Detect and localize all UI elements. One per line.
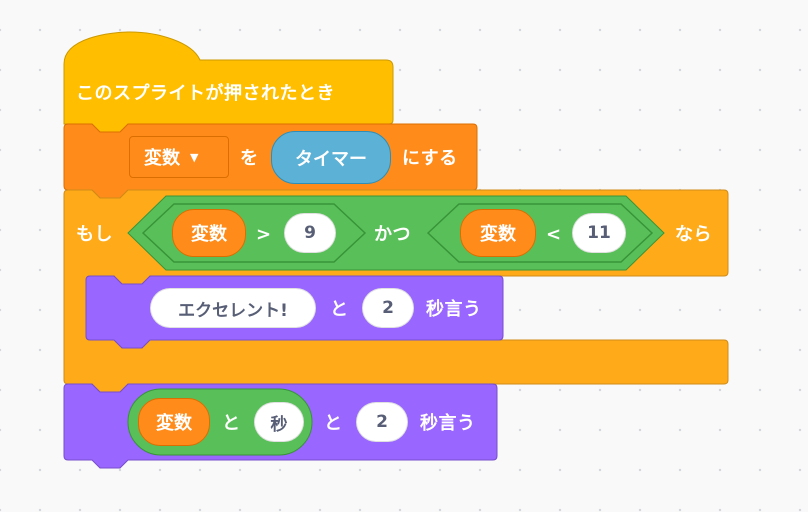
join-and-label: と [222,413,241,434]
and-label: かつ [374,224,411,245]
variable-reporter[interactable]: 変数 [172,209,246,257]
set-suffix-label: にする [402,148,458,169]
say-and-label: と [330,299,349,320]
then-label: なら [675,224,712,245]
seconds-input[interactable]: 2 [362,288,414,328]
variable-reporter[interactable]: 変数 [460,209,536,257]
say-and-label: と [324,413,343,434]
compare-value-input[interactable]: 9 [284,213,336,253]
if-label: もし [76,224,113,245]
caret-down-icon: ▼ [190,150,199,164]
seconds-input[interactable]: 2 [356,402,408,442]
say-suffix-label: 秒言う [426,299,482,320]
message-input[interactable]: エクセレント! [150,288,316,328]
set-to-label: を [240,148,259,169]
say-suffix-label: 秒言う [420,413,476,434]
greater-than-symbol: > [256,223,272,245]
variable-reporter[interactable]: 変数 [138,398,210,446]
less-than-symbol: < [546,223,562,245]
hat-label: このスプライトが押されたとき [76,83,335,104]
join-text-input[interactable]: 秒 [254,402,304,442]
timer-reporter[interactable]: タイマー [271,131,391,184]
variable-name: 変数 [144,148,180,169]
variable-dropdown[interactable]: 変数 ▼ [129,136,229,178]
compare-value-input[interactable]: 11 [572,213,626,253]
